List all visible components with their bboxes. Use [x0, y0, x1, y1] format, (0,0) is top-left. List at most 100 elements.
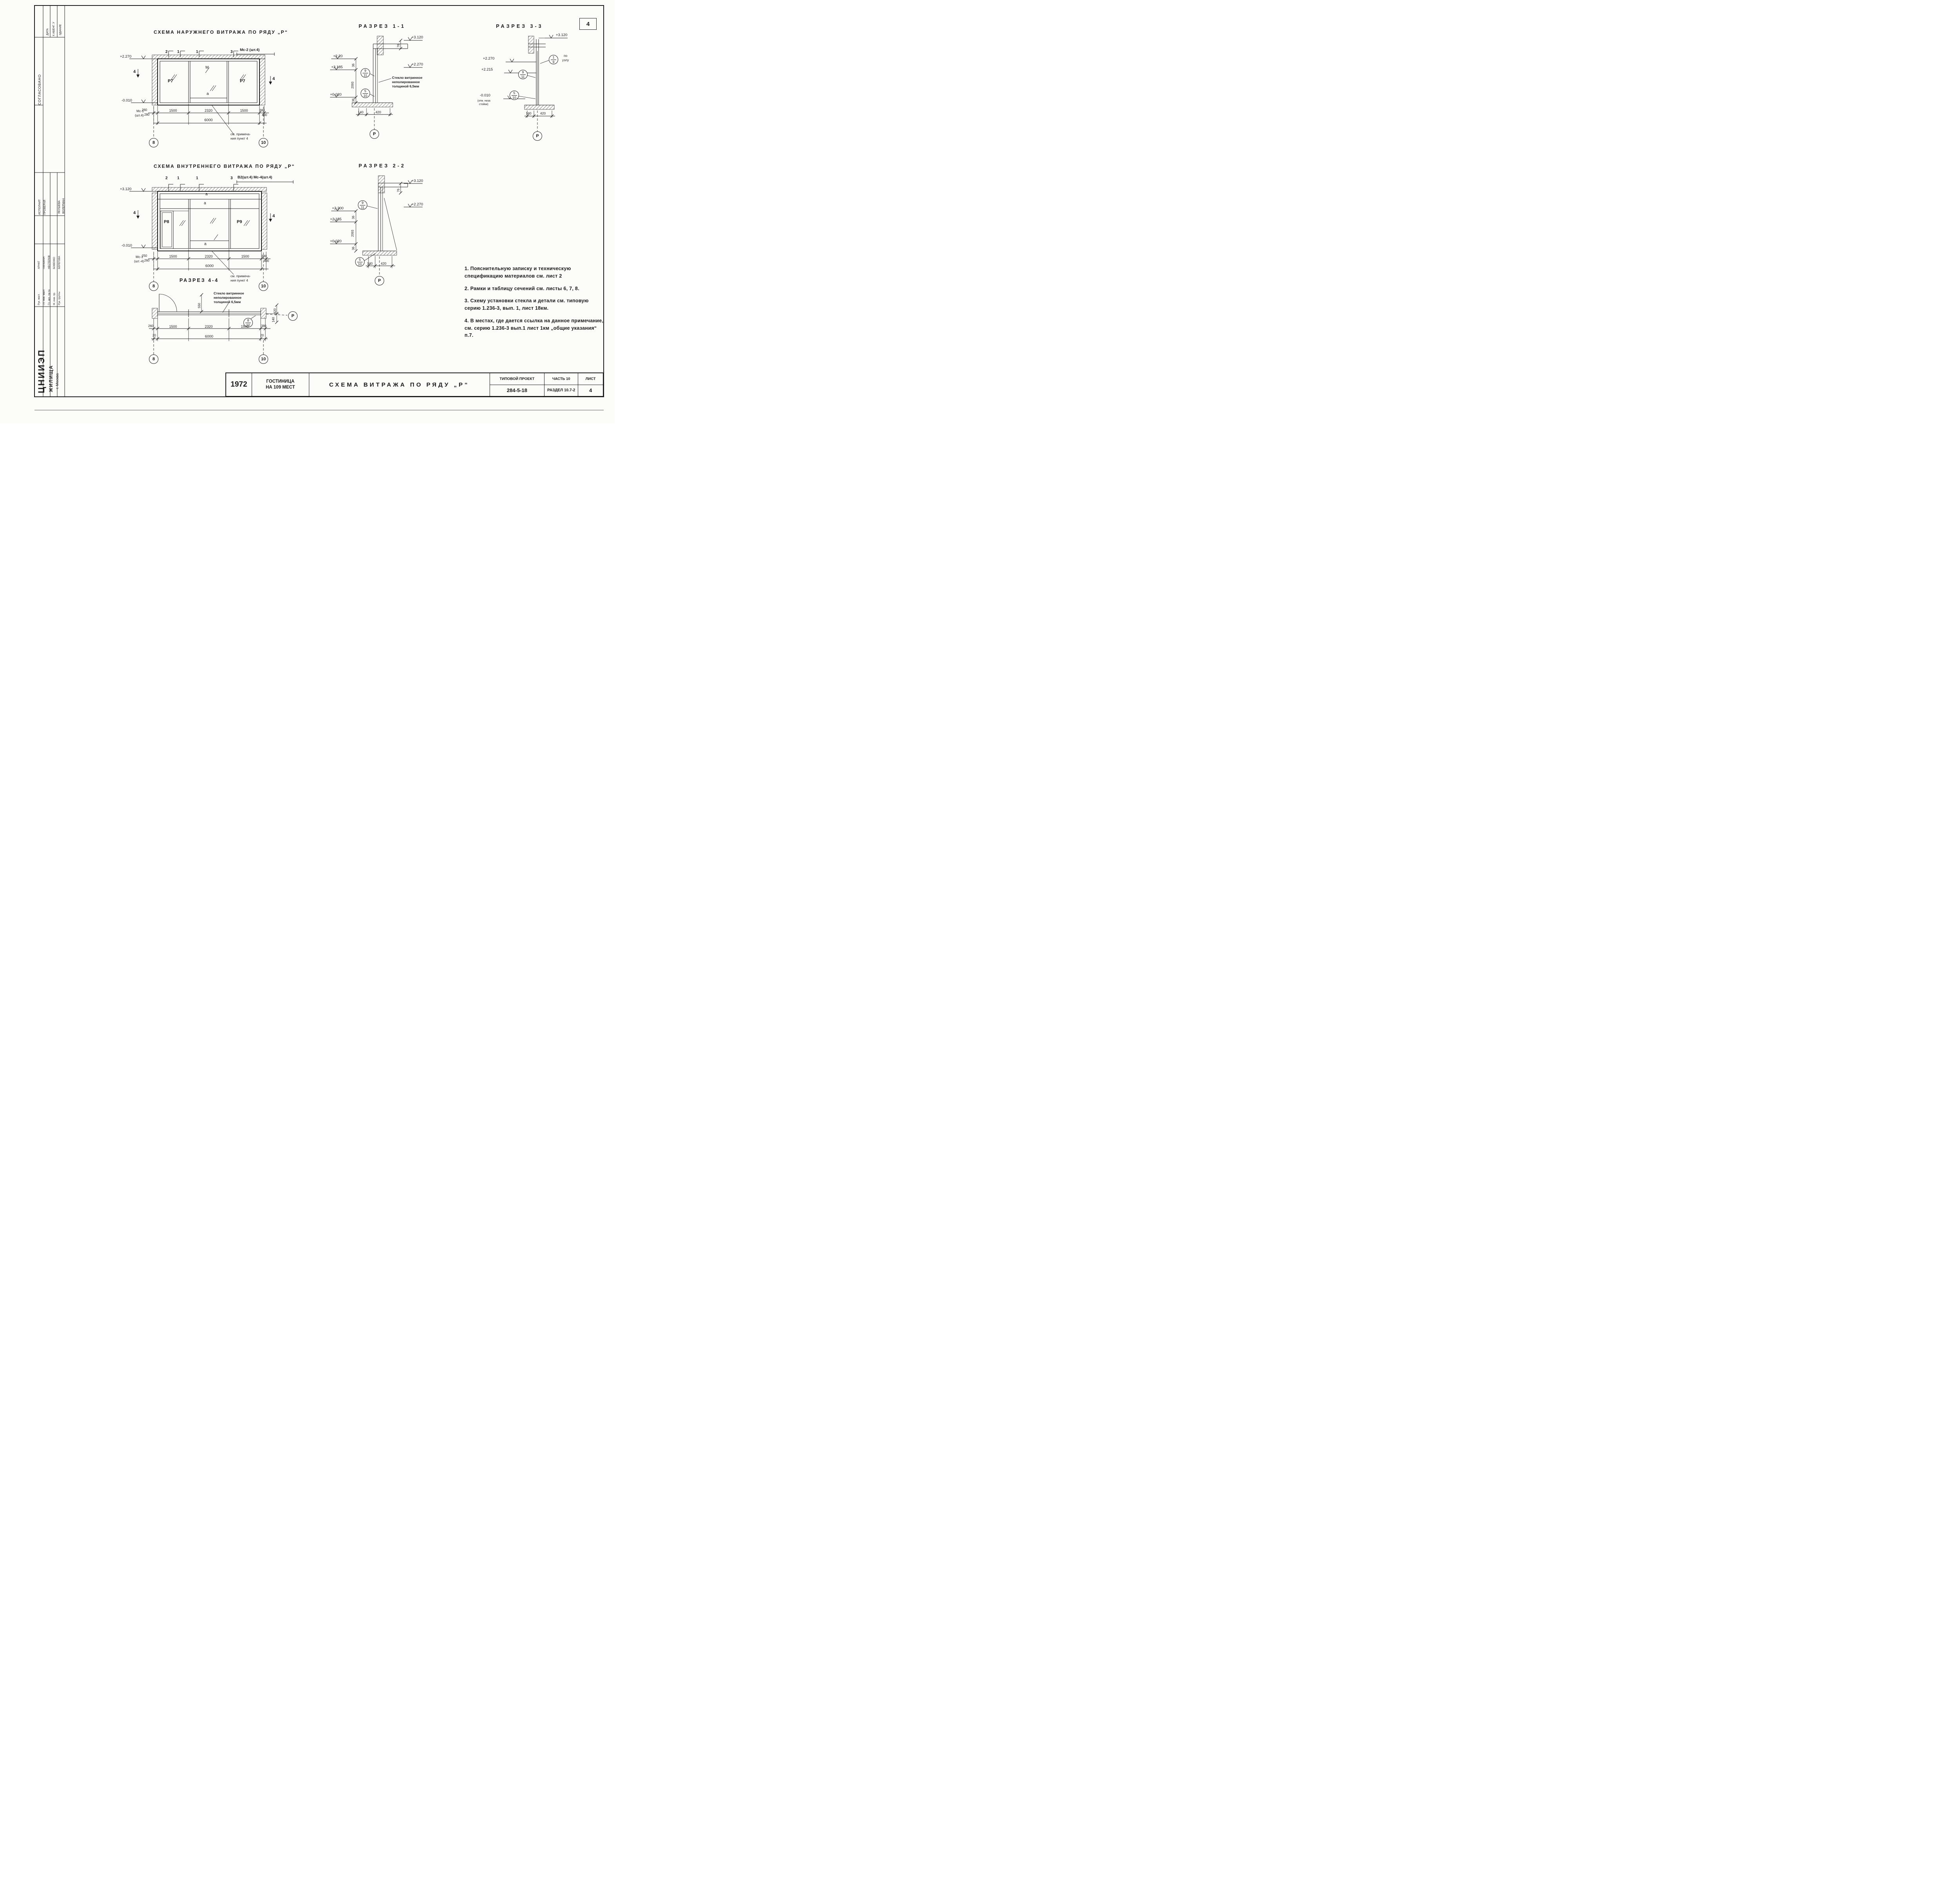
grid-axis-circle: 10: [259, 354, 268, 364]
stamp-name: БОВЕНКО: [53, 257, 56, 269]
detail-bubble: 5 10: [510, 91, 519, 100]
sheet-frame: [34, 5, 604, 411]
level-mark: +2.200: [332, 206, 344, 211]
cut-mark-side: 4: [272, 76, 275, 81]
dim-total: 6000: [204, 118, 213, 122]
panel-label: а: [204, 242, 207, 246]
cut-mark: 2: [165, 176, 168, 180]
glass-note: толщиной 6,5мм: [214, 300, 241, 304]
frame-mark: (шт.-4): [134, 259, 144, 263]
panel-label: а: [205, 192, 208, 196]
section-1-1-title: РАЗРЕЗ 1-1: [358, 24, 406, 29]
note-item: 4. В местах, где дается ссылка на данное…: [465, 318, 604, 338]
dim-label: 1500: [241, 325, 249, 329]
dim-label: 2093: [351, 230, 354, 237]
detail-bubble: 8 10: [243, 318, 253, 327]
note-reference: см. примеча-: [230, 274, 251, 278]
grid-axis-circle: 10: [259, 138, 268, 147]
dim-label: 76: [397, 44, 400, 47]
level-mark: +2.270: [412, 62, 423, 67]
dim-label: 420: [273, 308, 277, 314]
dim-label: 2320: [205, 325, 213, 329]
dim-label: 380: [261, 254, 267, 258]
title-block-project: ГОСТИНИЦА НА 109 МЕСТ: [252, 373, 309, 396]
level-mark: +2.20: [333, 54, 343, 58]
dim-label: 400: [262, 113, 267, 117]
section-4-4-title: РАЗРЕЗ 4-4: [179, 278, 219, 283]
dim-label: 420: [540, 111, 546, 115]
elev-inner-title: СХЕМА ВНУТРЕННЕГО ВИТРАЖА ПО РЯДУ „Р“: [154, 163, 295, 169]
frame-mark: Мс-1: [136, 109, 144, 113]
glass-note: Стекло витринное: [214, 291, 244, 295]
node-reference: по: [564, 54, 568, 58]
section-3-3-linework: [503, 35, 568, 131]
level-mark: +0.020: [330, 239, 342, 243]
grid-axis-circle: 10: [259, 282, 268, 291]
dim-label: 1500: [241, 254, 249, 258]
dim-total: 6000: [205, 334, 214, 339]
level-mark: +2.270: [483, 56, 495, 61]
section-1-1-linework: [330, 36, 423, 129]
dim-label: 2320: [204, 109, 213, 113]
stamp-name: БЕРЕГОВА: [58, 256, 61, 269]
elev-inner-linework: [129, 180, 294, 282]
note-item: 1. Пояснительную записку и техническую с…: [465, 266, 571, 279]
detail-bubble: 9 11: [361, 68, 370, 78]
cut-mark-side: 4: [133, 211, 136, 215]
glass-note: толщиной 6,5мм: [392, 84, 419, 88]
level-mark: +3.120: [556, 33, 568, 37]
note-item: 2. Рамки и таблицу сечений см. листы 6, …: [465, 285, 579, 291]
dim-label: 260: [142, 108, 147, 112]
dim-label: 140: [526, 111, 532, 115]
panel-label: Р7: [168, 79, 173, 84]
title-block-list: ЛИСТ 4: [578, 373, 603, 396]
detail-bubble: 9 11: [358, 200, 367, 210]
grid-axis-circle: 8: [149, 282, 158, 291]
note-reference: см. примеча-: [230, 132, 251, 136]
dim-label: 2320: [205, 254, 213, 258]
level-note: стойки): [479, 103, 488, 106]
frame-mark: Мс-2 (шт.4): [240, 48, 260, 52]
dim-label: 36: [352, 98, 355, 102]
level-mark: +2.185: [331, 65, 343, 69]
frame-mark: Мс-1: [136, 255, 143, 259]
cut-mark-side: 4: [133, 69, 136, 74]
title-block-series: ТИПОВОЙ ПРОЕКТ 284-5-18: [490, 373, 545, 396]
stamp-soglasovano: СОГЛАСОВАНО: [38, 74, 42, 105]
grid-axis-circle: Р: [370, 129, 379, 139]
level-mark: +2.270: [120, 54, 132, 59]
dim-label: 20: [260, 334, 264, 337]
stamp-role: Рук. маст.: [38, 294, 40, 305]
node-reference: узлу: [562, 58, 569, 62]
glass-note: Стекло витринное: [392, 76, 423, 80]
stamp-ispolnit-label: ИСПОЛНИТ: [38, 199, 41, 215]
glass-note: неполированное: [392, 80, 420, 84]
level-mark: +3.120: [120, 187, 132, 191]
dim-label: 2093: [351, 82, 354, 89]
stamp-ispolnit-name: ЯКУШЕВА: [58, 200, 61, 214]
grid-axis-circle: Р: [533, 131, 542, 141]
section-4-4-linework: [149, 293, 288, 354]
stamp-name: АРНАТ: [38, 261, 40, 269]
section-2-2-linework: [330, 175, 423, 276]
frame-mark: (шт.4): [135, 113, 144, 117]
notes-list: 1. Пояснительную записку и техническую с…: [465, 265, 605, 344]
dim-label: 280: [144, 113, 150, 116]
detail-bubble: 5 10: [355, 257, 365, 267]
stamp-role: Гл. арх. пр-та: [48, 289, 51, 305]
org-logo: ЦНИИЭП: [36, 349, 46, 393]
sheet-number-box: 4: [579, 18, 597, 30]
sheet-number: 4: [586, 20, 590, 27]
level-note: (отм. низа: [477, 100, 490, 102]
dim-label: 260: [148, 324, 154, 328]
grid-axis-circle: 8: [149, 138, 158, 147]
panel-label: а: [204, 201, 206, 205]
panel-label: Р8: [164, 220, 169, 224]
level-mark: +2.215: [481, 67, 493, 72]
level-mark: +0.020: [330, 93, 342, 97]
detail-bubble: 5 10: [361, 89, 370, 98]
grid-axis-circle: Р: [375, 276, 384, 285]
panel-label: Р9: [237, 220, 242, 224]
stamp-proveril-label: ПРОВЕРИЛ: [44, 200, 46, 215]
section-3-3-title: РАЗРЕЗ 3-3: [496, 24, 543, 29]
